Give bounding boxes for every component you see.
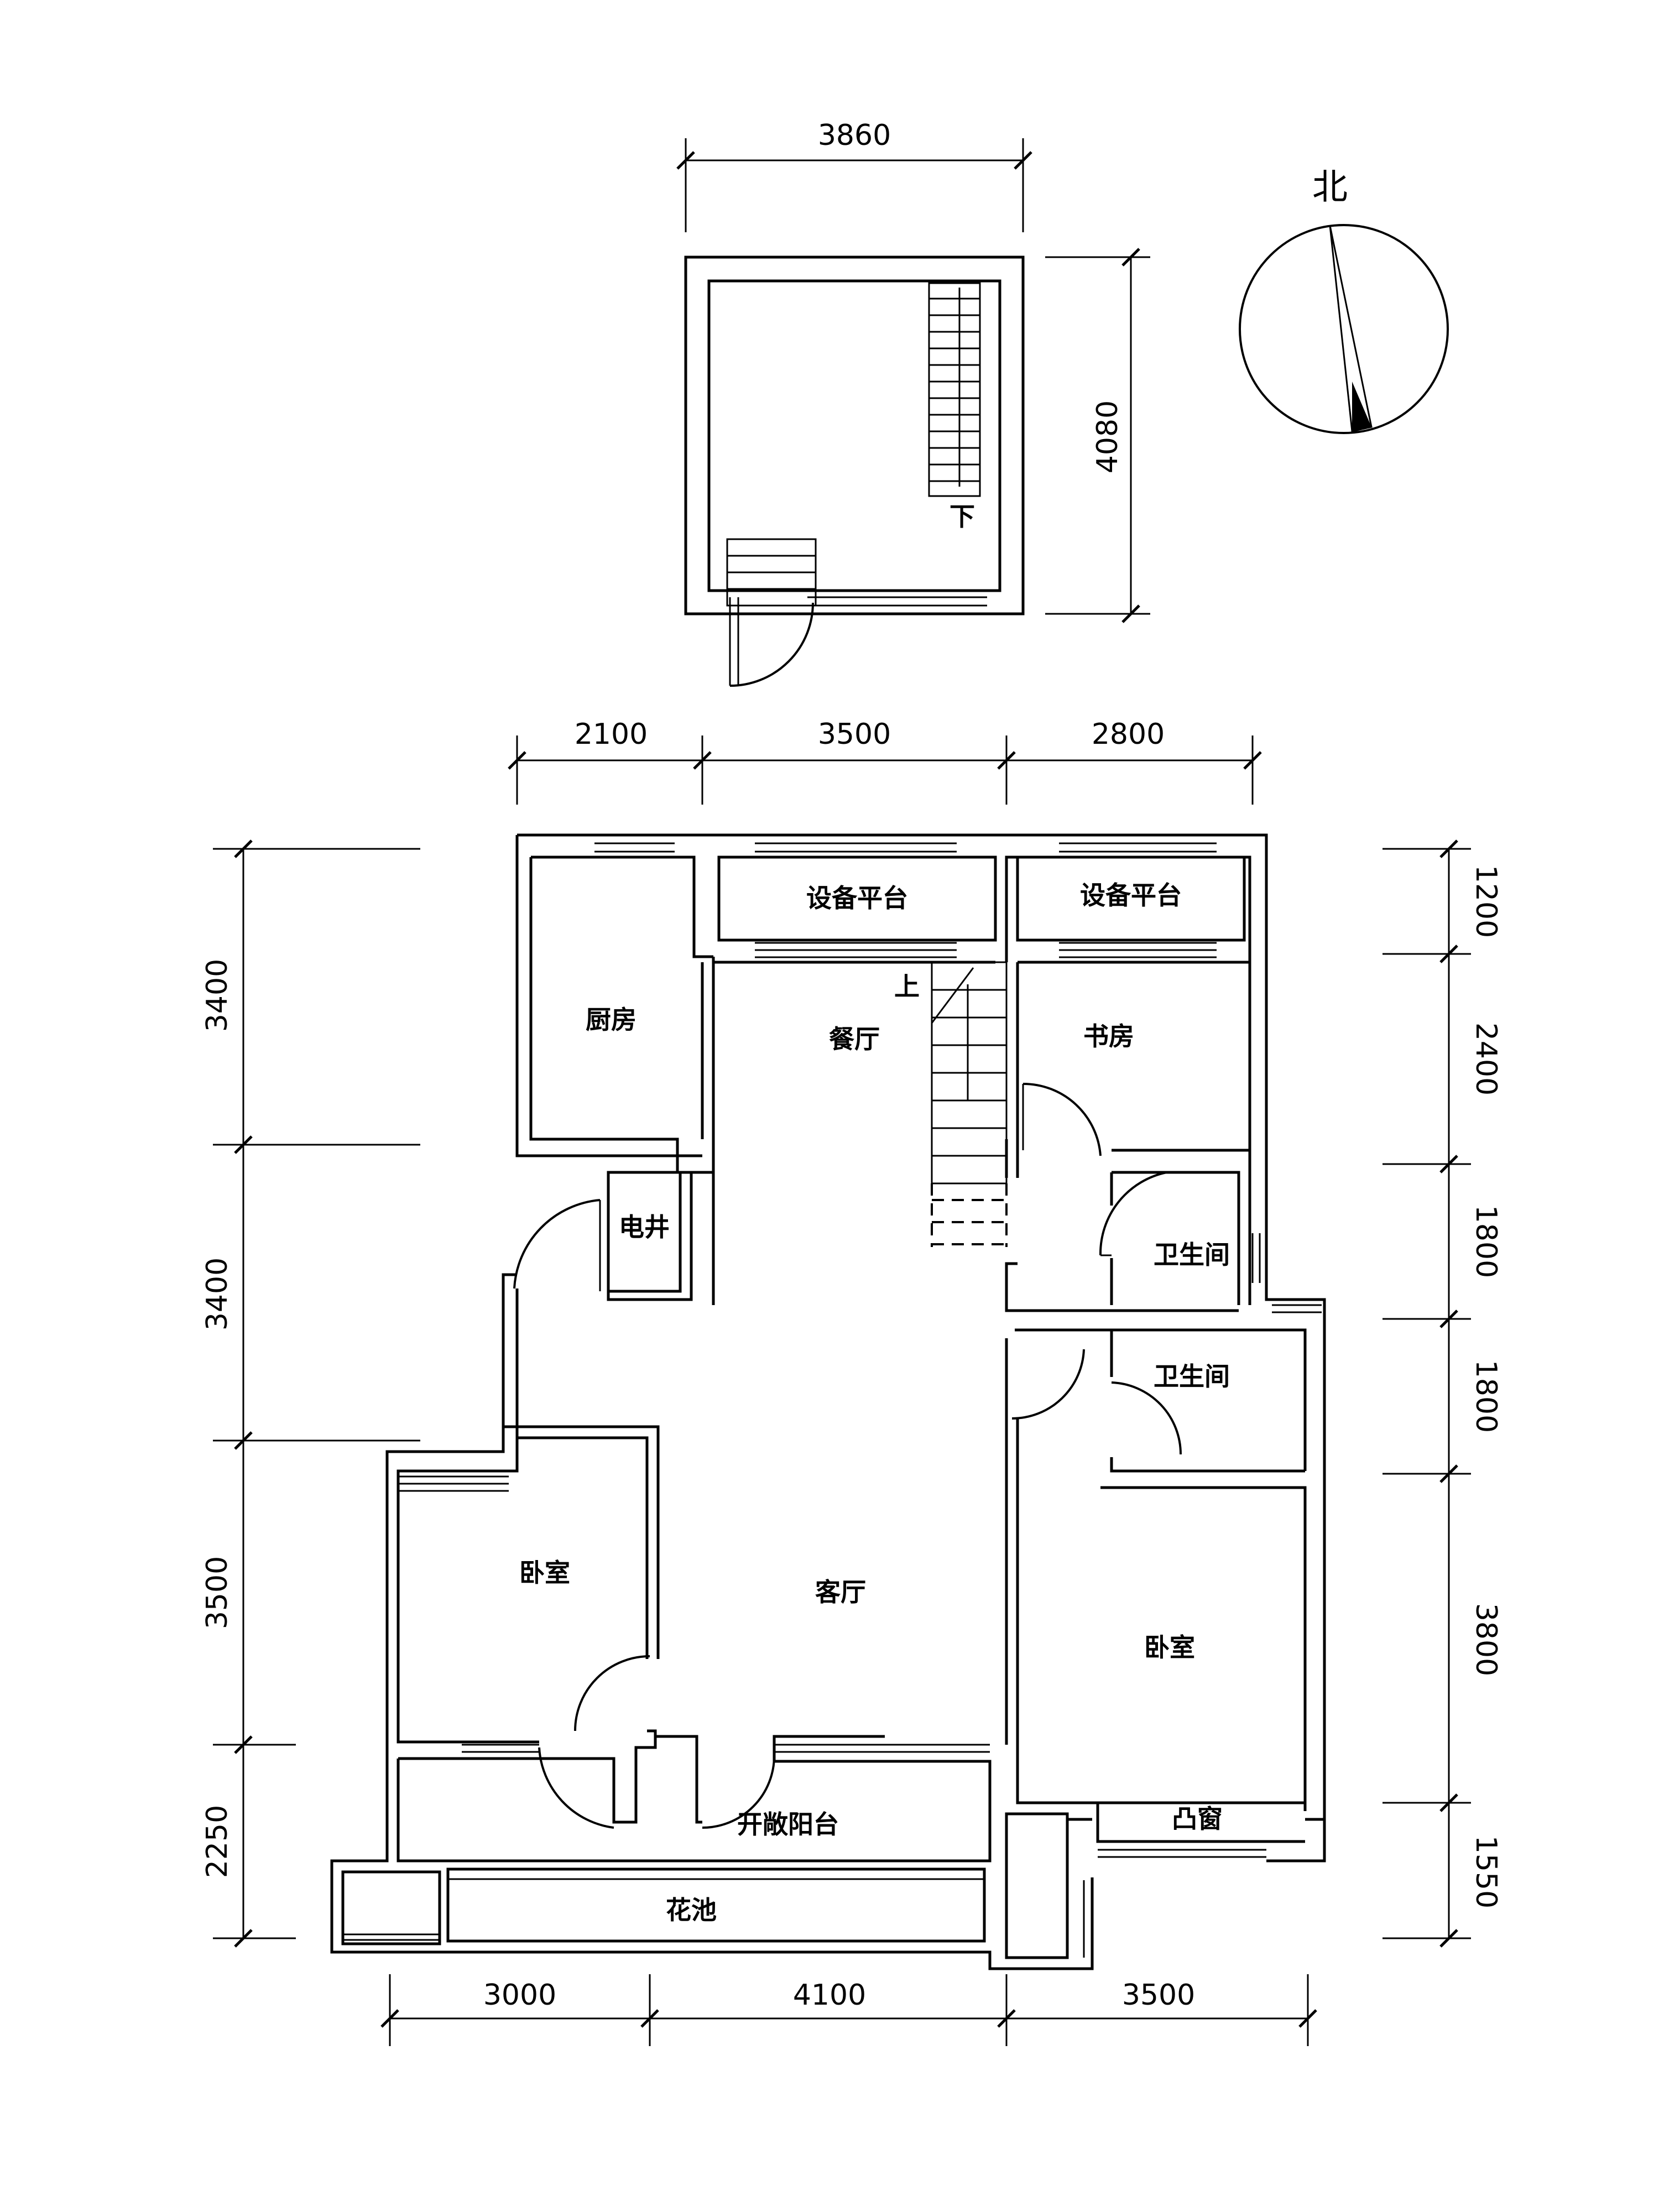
label-elec-shaft: 电井 xyxy=(619,1212,670,1242)
north-compass: 北 xyxy=(1239,167,1449,434)
label-living-room: 客厅 xyxy=(815,1577,866,1607)
label-bedroom-left: 卧室 xyxy=(519,1558,570,1588)
upper-stair-label: 下 xyxy=(950,502,975,531)
label-equipment-platform-1: 设备平台 xyxy=(806,883,908,913)
label-stair-up: 上 xyxy=(894,972,920,1001)
left-dim-4: 2250 xyxy=(201,1805,234,1878)
right-dim-6: 1550 xyxy=(1469,1835,1503,1908)
room-labels: 设备平台 设备平台 厨房 餐厅 上 书房 电井 卫生间 卫生间 卧室 客厅 卧室… xyxy=(519,880,1230,1925)
interior-stair xyxy=(931,961,1008,1247)
right-dim-4: 1800 xyxy=(1469,1360,1503,1433)
left-dimensions: 3400 3400 3500 2250 xyxy=(201,839,420,1948)
label-kitchen: 厨房 xyxy=(586,1005,637,1035)
label-equipment-platform-2: 设备平台 xyxy=(1080,880,1182,910)
bottom-dim-1: 3000 xyxy=(483,1979,556,2012)
main-floor-walls xyxy=(330,833,1326,1970)
right-dim-5: 3800 xyxy=(1469,1603,1503,1676)
bottom-dim-3: 3500 xyxy=(1122,1979,1195,2012)
label-bathroom-2: 卫生间 xyxy=(1154,1361,1230,1391)
bottom-dim-2: 4100 xyxy=(793,1979,866,2012)
top-dim-3: 2800 xyxy=(1092,718,1165,751)
top-dim-1: 2100 xyxy=(575,718,648,751)
upper-floor-plan: 3860 4080 下 xyxy=(676,119,1150,687)
right-dim-3: 1800 xyxy=(1469,1205,1503,1278)
left-dim-2: 3400 xyxy=(201,1258,234,1331)
right-dim-2: 2400 xyxy=(1469,1022,1503,1095)
upper-width-dim: 3860 xyxy=(818,119,891,152)
label-bedroom-right: 卧室 xyxy=(1144,1632,1195,1662)
left-dim-3: 3500 xyxy=(201,1556,234,1629)
top-dim-2: 3500 xyxy=(818,718,891,751)
label-dining: 餐厅 xyxy=(829,1024,880,1054)
label-study: 书房 xyxy=(1083,1021,1134,1051)
label-open-balcony: 开敞阳台 xyxy=(737,1809,839,1839)
right-dimensions: 1200 2400 1800 1800 3800 1550 xyxy=(1383,839,1503,1948)
top-dimensions: 2100 3500 2800 xyxy=(508,718,1262,805)
north-label: 北 xyxy=(1312,167,1348,208)
upper-height-dim: 4080 xyxy=(1091,400,1124,473)
label-bay-window: 凸窗 xyxy=(1172,1804,1223,1834)
left-dim-1: 3400 xyxy=(201,959,234,1032)
bottom-dimensions: 3000 4100 3500 xyxy=(380,1974,1317,2046)
label-bathroom-1: 卫生间 xyxy=(1154,1240,1230,1270)
windows xyxy=(343,834,1322,1958)
right-dim-1: 1200 xyxy=(1469,865,1503,938)
label-planter: 花池 xyxy=(666,1895,717,1925)
doors xyxy=(513,1082,1182,1829)
